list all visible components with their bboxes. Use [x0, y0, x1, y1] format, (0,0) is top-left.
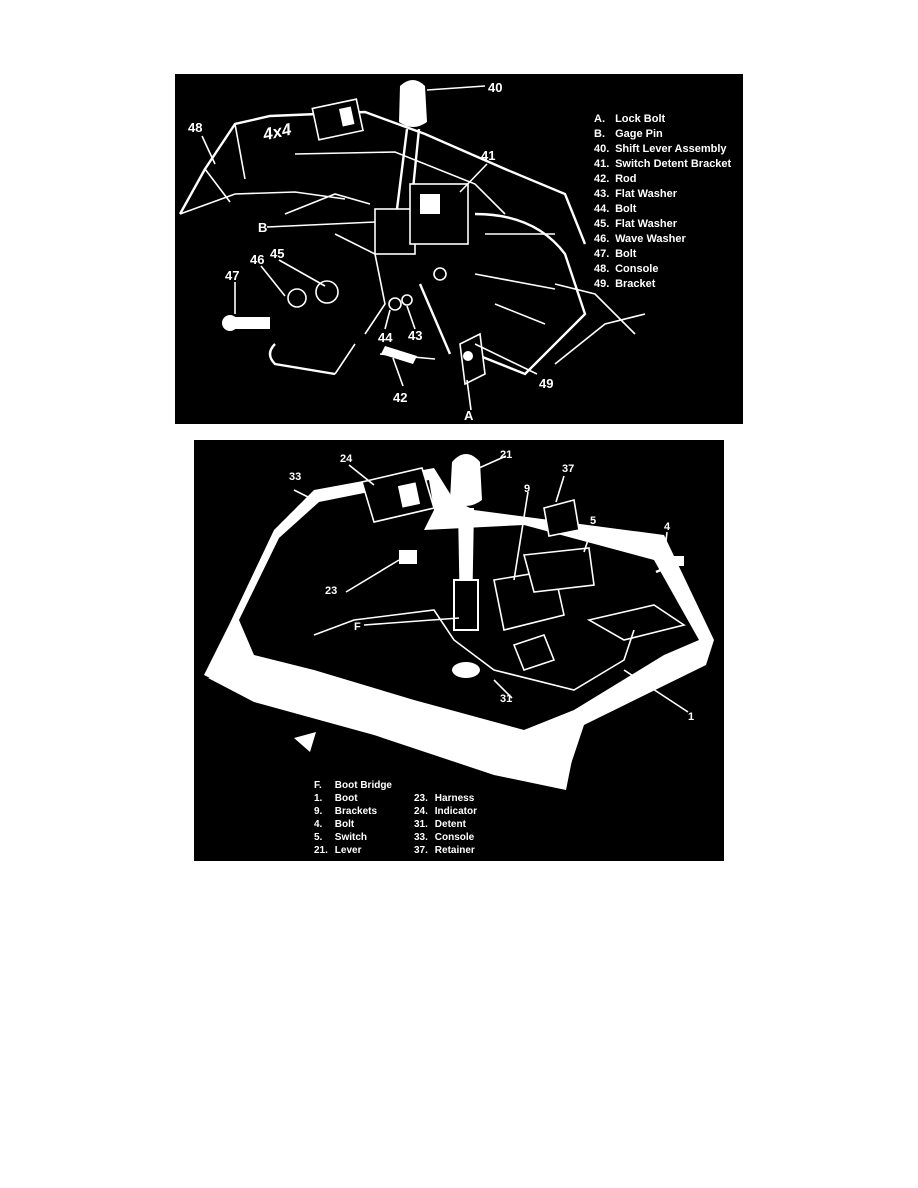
callout-A: A: [464, 408, 474, 423]
legend-item: 45. Flat Washer: [594, 218, 678, 230]
rod-42: [418, 283, 452, 355]
legend-item: 1. Boot: [314, 793, 358, 804]
storage-tray: [586, 604, 686, 641]
callout-5: 5: [590, 515, 596, 527]
legend-item: 24. Indicator: [414, 806, 478, 817]
bolt-47: [230, 317, 270, 329]
callout-44: 44: [378, 330, 393, 345]
legend-figure2-right: 23. Harness 24. Indicator 31. Detent 33.…: [414, 792, 477, 857]
callout-41: 41: [481, 148, 495, 163]
legend-item: 41. Switch Detent Bracket: [594, 158, 732, 170]
legend-item: A. Lock Bolt: [594, 113, 666, 125]
bolt-44: [388, 297, 402, 311]
callout-43: 43: [408, 328, 422, 343]
indicator-panel: [311, 98, 364, 141]
flat-washer-45: [315, 280, 339, 304]
callout-37: 37: [562, 463, 574, 475]
legend-item: 37. Retainer: [414, 845, 475, 856]
legend-item: 4. Bolt: [314, 819, 355, 830]
legend-item: 40. Shift Lever Assembly: [594, 143, 727, 155]
shift-lever-drawing: 4x4: [178, 80, 646, 423]
shift-knob: [399, 80, 427, 127]
legend-item: B. Gage Pin: [594, 128, 663, 140]
console-outline: [178, 110, 587, 245]
callout-49: 49: [539, 376, 553, 391]
legend-item: 5. Switch: [314, 832, 368, 843]
callout-46: 46: [250, 252, 264, 267]
front-arrow-icon: [294, 732, 316, 752]
legend-item: 43. Flat Washer: [594, 188, 678, 200]
legend-item: 21. Lever: [314, 845, 362, 856]
legend-item: 31. Detent: [414, 819, 466, 830]
callout-48: 48: [188, 120, 202, 135]
callout-21: 21: [500, 449, 512, 461]
callout-4: 4: [664, 521, 671, 533]
callout-23: 23: [325, 585, 337, 597]
transfer-case: [474, 212, 587, 376]
callout-33: 33: [289, 471, 301, 483]
callout-47: 47: [225, 268, 239, 283]
legend-item: 49. Bracket: [594, 278, 656, 290]
legend-item: 44. Bolt: [594, 203, 637, 215]
legend-item: 33. Console: [414, 832, 475, 843]
callout-9: 9: [524, 483, 530, 495]
bracket-49: [459, 332, 486, 386]
legend-item: 47. Bolt: [594, 248, 637, 260]
callout-1: 1: [688, 711, 694, 723]
callout-31: 31: [500, 693, 512, 705]
wave-washer-46: [287, 288, 307, 308]
console-drawing: 4x4 24 21 33 37 9 5 4: [204, 449, 714, 790]
legend-figure2-left: F. Boot Bridge 1. Boot 9. Brackets 4. Bo…: [314, 779, 392, 857]
legend-item: F. Boot Bridge: [314, 780, 392, 791]
console-assembly-diagram: 4x4 24 21 33 37 9 5 4: [194, 440, 724, 861]
legend-item: 46. Wave Washer: [594, 233, 686, 245]
retainer-37: [543, 499, 580, 537]
legend-item: 42. Rod: [594, 173, 637, 185]
indicator-24: [360, 467, 436, 523]
legend-item: 48. Console: [594, 263, 659, 275]
lever-knob: [450, 454, 482, 506]
emblem-4x4: 4x4: [260, 120, 293, 145]
callout-45: 45: [270, 246, 284, 261]
legend-item: 23. Harness: [414, 793, 475, 804]
callout-40: 40: [488, 80, 502, 95]
callout-42: 42: [393, 390, 407, 405]
callout-B: B: [258, 220, 267, 235]
switch-5: [522, 547, 595, 593]
shift-lever: [395, 128, 409, 210]
legend-figure1: A. Lock Bolt B. Gage Pin 40. Shift Lever…: [594, 112, 731, 292]
callout-24: 24: [340, 453, 353, 465]
shift-lever-exploded-diagram: 4x4: [175, 74, 743, 424]
harness-23: [399, 550, 417, 564]
legend-item: 9. Brackets: [314, 806, 378, 817]
callout-F: F: [354, 621, 361, 633]
flat-washer-43: [401, 294, 413, 306]
